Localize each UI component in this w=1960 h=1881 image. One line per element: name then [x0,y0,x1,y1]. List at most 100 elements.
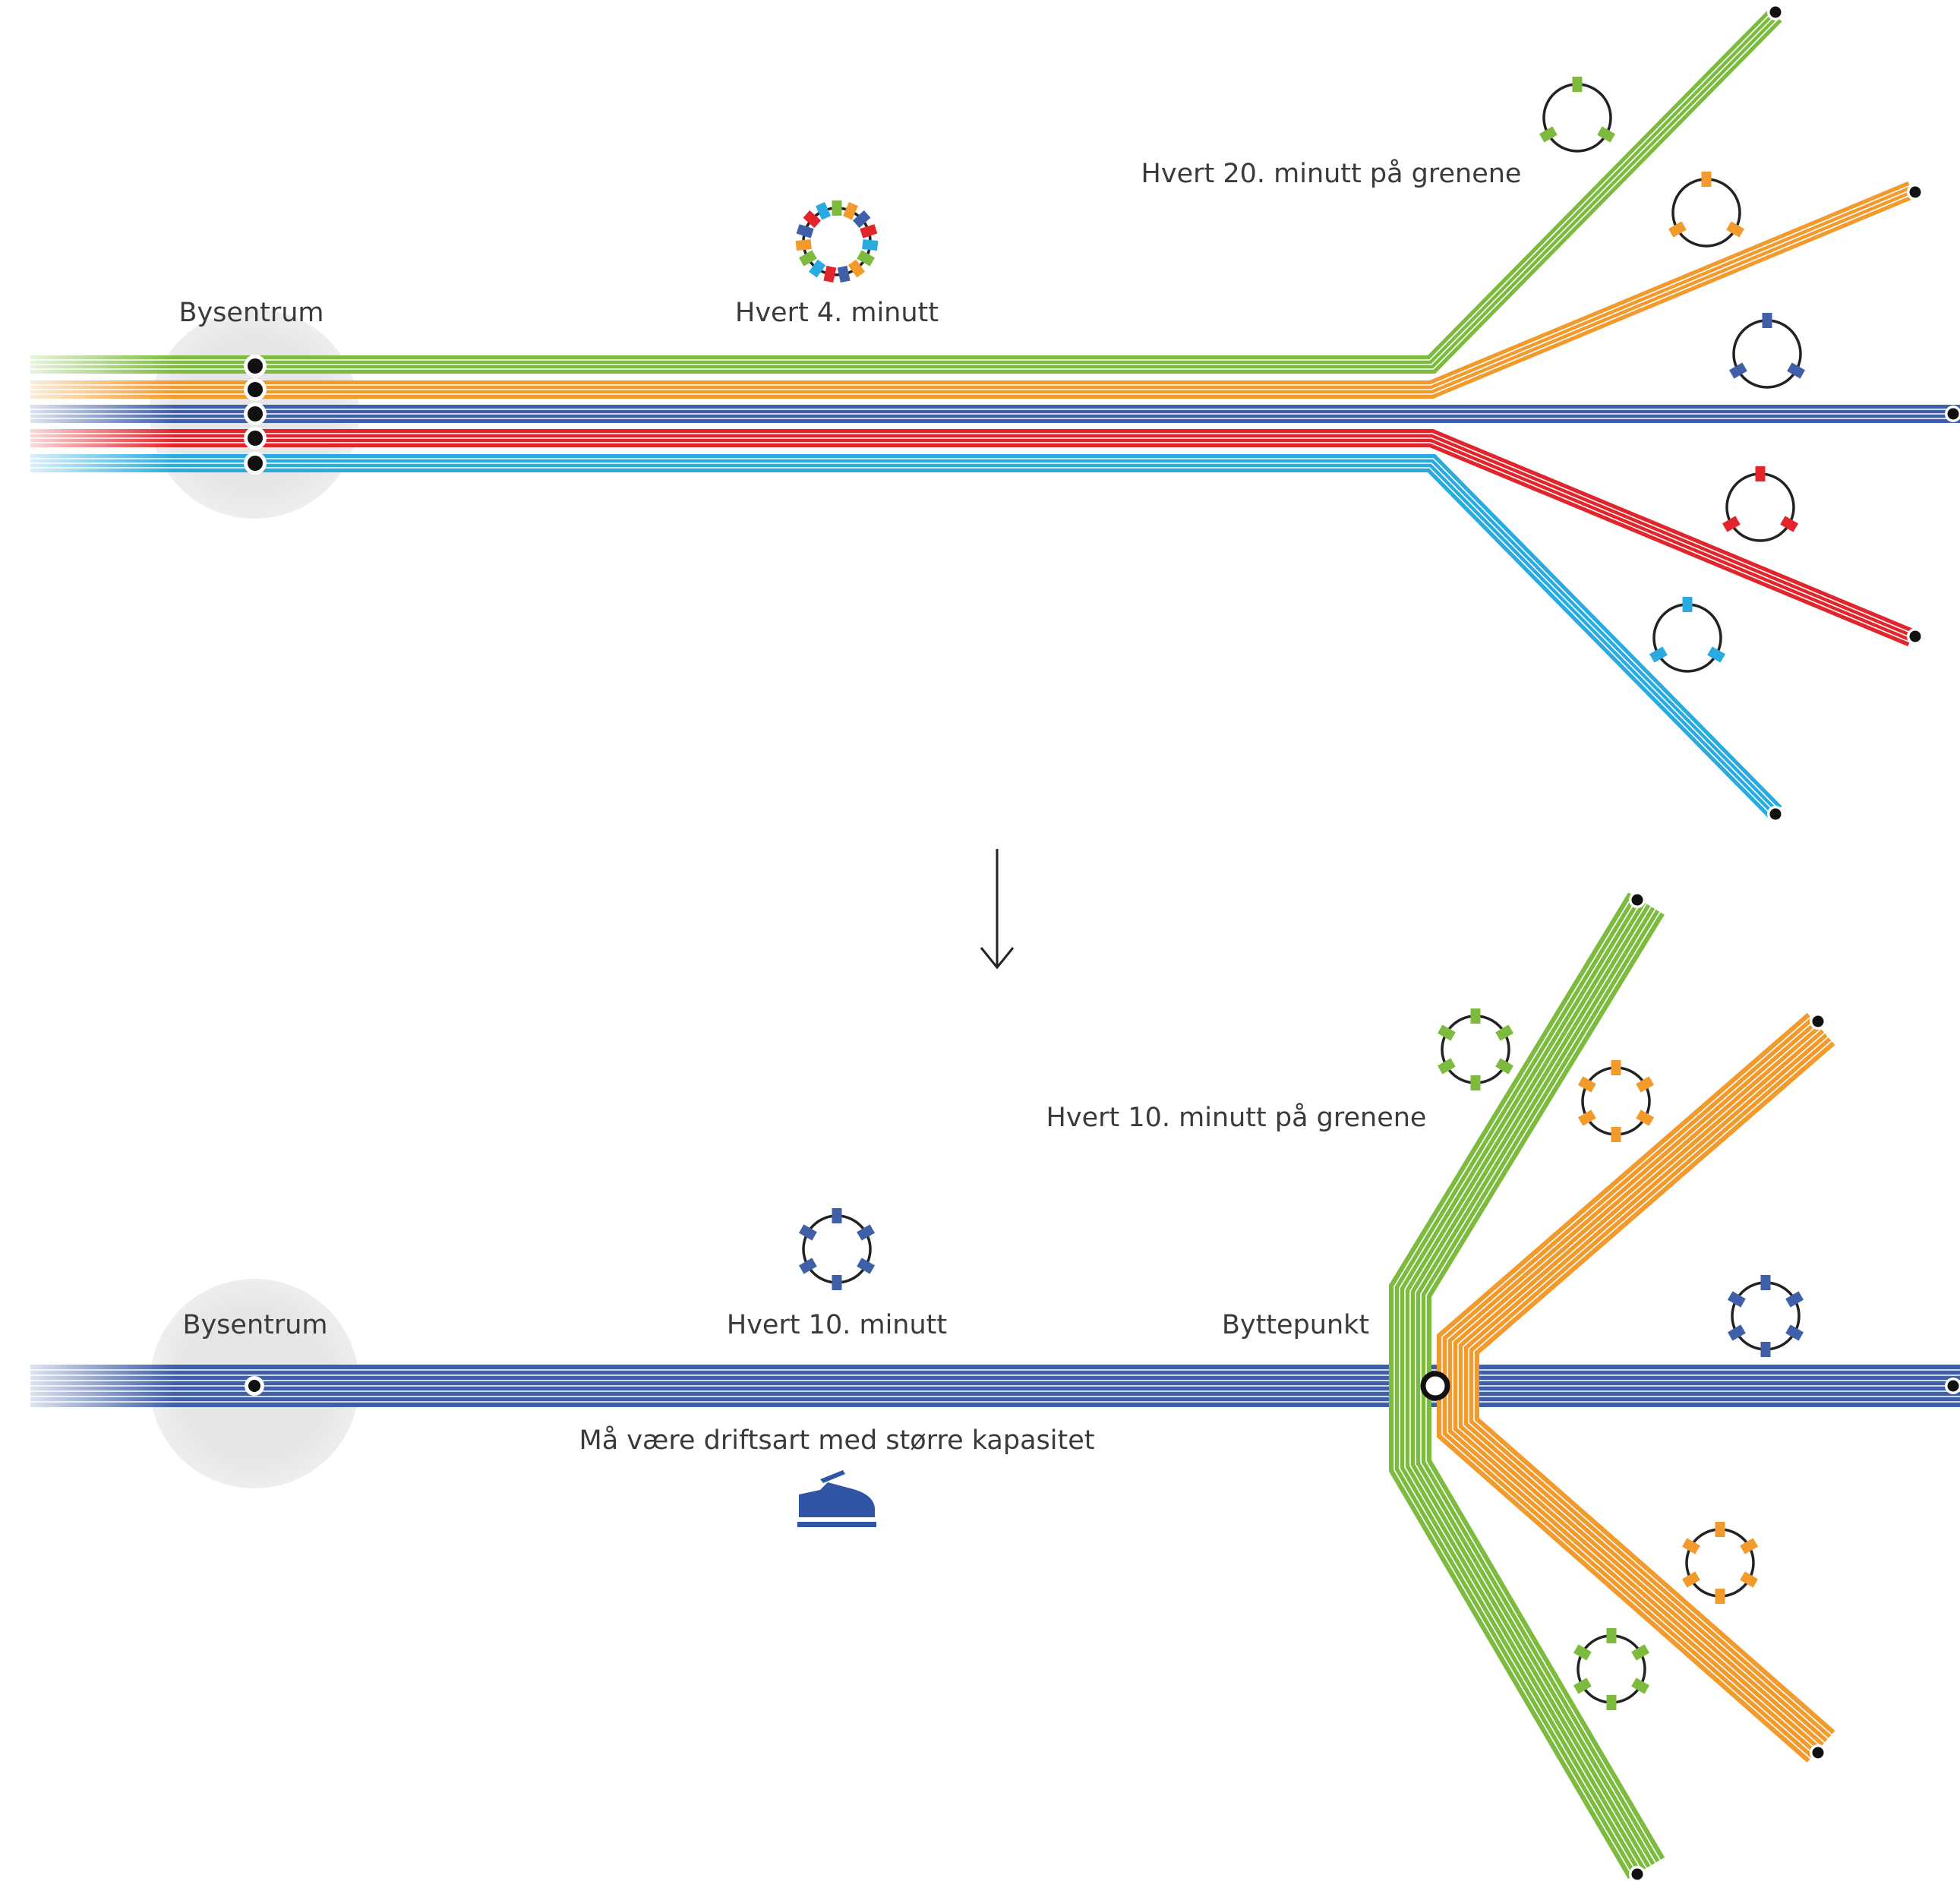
red-route [30,429,1915,647]
cyan-route-gap [30,458,1779,810]
blue-frequency-icon-tick [1727,1291,1746,1308]
green-north-frequency-icon-tick [1437,1024,1456,1041]
green-frequency-icon-tick [1597,126,1616,143]
trunk-frequency-icon-tick [798,250,817,267]
blue-frequency-icon-tick [1785,1291,1804,1308]
top-route-lines [30,8,1960,819]
city-stop [248,456,263,471]
green-north-frequency-icon-tick [1437,1058,1456,1075]
red-frequency-icon [1722,466,1799,542]
blue-route [30,405,1960,423]
bottom-city-label: Bysentrum [182,1310,328,1340]
orange-south-frequency-icon-tick [1681,1538,1700,1554]
orange-route-gap [30,193,1914,395]
bottom-terminal-stops [1629,892,1960,1881]
bottom-green-line [1389,892,1665,1879]
cyan-route-band [30,454,1782,819]
orange-south-frequency-icon-tick [1740,1571,1759,1588]
orange-south-frequency-icon-tick [1681,1571,1700,1588]
blue-east-terminal-stop [1947,1380,1959,1392]
trunk-frequency-icon-tick [857,250,876,267]
trunk-frequency-icon-ring [802,1214,872,1284]
train-icon [797,1470,876,1527]
bottom-orange-line-gap [1452,1024,1818,1751]
trunk-frequency-icon-tick [857,1258,876,1274]
blue-frequency-icon [1728,313,1806,389]
orange-frequency-icon [1668,172,1745,248]
transfer-point-icon [1420,1371,1450,1401]
top-left-fade [0,342,175,486]
top-trunk-frequency-label: Hvert 4. minutt [735,298,939,328]
orange-north-frequency-icon-tick [1577,1109,1596,1126]
green-north-frequency-icon-tick [1495,1024,1514,1041]
bottom-orange-line-gap [1468,1036,1829,1740]
trunk-frequency-icon-tick [862,239,879,251]
orange-route-gap [30,185,1911,386]
orange-frequency-icon-tick [1668,221,1687,238]
orange-south-frequency-icon [1681,1522,1759,1604]
green-frequency-icon [1539,77,1616,153]
bottom-branch-frequency-label: Hvert 10. minutt på grenene [1046,1103,1427,1133]
red-route-gap [30,442,1911,643]
orange-terminal-stop [1909,186,1921,198]
orange-north-frequency-icon-tick [1577,1076,1596,1093]
cyan-frequency-icon-tick [1649,646,1668,663]
trunk-frequency-icon-tick [837,265,851,283]
orange-route-gap [30,189,1912,390]
trunk-frequency-icon-tick [798,1224,817,1241]
bottom-frequency-icons [798,1008,1804,1710]
bottom-blue-trunk [30,1365,1960,1407]
bottom-green-line-gap [1404,900,1643,1871]
trunk-frequency-icon-tick [823,265,837,283]
red-terminal-stop [1909,630,1921,642]
capacity-note: Må være driftsart med større kapasitet [579,1425,1095,1456]
blue-frequency-icon [1727,1275,1804,1357]
green-route [30,8,1782,374]
green-south-frequency-icon-tick [1631,1644,1650,1661]
orange-north-terminal-stop [1812,1015,1824,1027]
green-terminal-stop [1769,6,1782,18]
transfer-point-label: Byttepunkt [1221,1310,1370,1340]
green-route-gap [30,17,1779,370]
orange-frequency-icon-tick [1726,221,1745,238]
green-south-frequency-icon-tick [1573,1644,1592,1661]
trunk-frequency-icon [798,1208,876,1290]
trunk-frequency-icon [795,200,879,283]
top-terminal-stops [1767,4,1960,822]
trunk-frequency-icon-tick [857,1224,876,1241]
blue-frequency-icon-ring [1731,1281,1801,1351]
trunk-frequency-icon-tick [798,1258,817,1274]
green-south-frequency-icon-tick [1573,1677,1592,1694]
orange-north-frequency-icon [1577,1060,1655,1142]
bottom-left-fade [0,1352,175,1420]
orange-north-frequency-icon-tick [1636,1109,1655,1126]
blue-frequency-icon-ring [1732,319,1802,389]
top-frequency-icons [795,77,1806,673]
cyan-route [30,454,1782,819]
city-stop [248,431,263,446]
orange-north-frequency-icon-ring [1581,1066,1651,1136]
red-frequency-icon-ring [1725,472,1795,542]
green-frequency-icon-tick [1539,126,1558,143]
bottom-green-line-gap [1409,903,1647,1869]
bottom-green-line-gap [1393,895,1633,1877]
red-route-gap [30,433,1914,635]
red-route-gap [30,437,1912,639]
cyan-frequency-icon-ring [1652,603,1722,673]
trunk-frequency-icon-tick [842,202,858,220]
cyan-frequency-icon-tick [1707,646,1726,663]
trunk-frequency-icon-tick [795,239,812,251]
orange-north-frequency-icon-tick [1636,1076,1655,1093]
orange-route [30,181,1915,399]
trunk-frequency-icon-tick [847,259,865,278]
bottom-orange-line-gap [1463,1032,1826,1744]
green-south-frequency-icon-tick [1631,1677,1650,1694]
bottom-route-lines [30,892,1960,1879]
bottom-city-stop-dot [248,1380,260,1392]
city-stop [248,406,263,421]
trunk-frequency-icon-tick [852,210,871,229]
orange-south-frequency-icon-ring [1685,1528,1755,1598]
trunk-frequency-icon-tick [860,224,878,238]
trunk-frequency-icon-tick [816,202,832,220]
trunk-frequency-icon-tick [796,224,814,238]
